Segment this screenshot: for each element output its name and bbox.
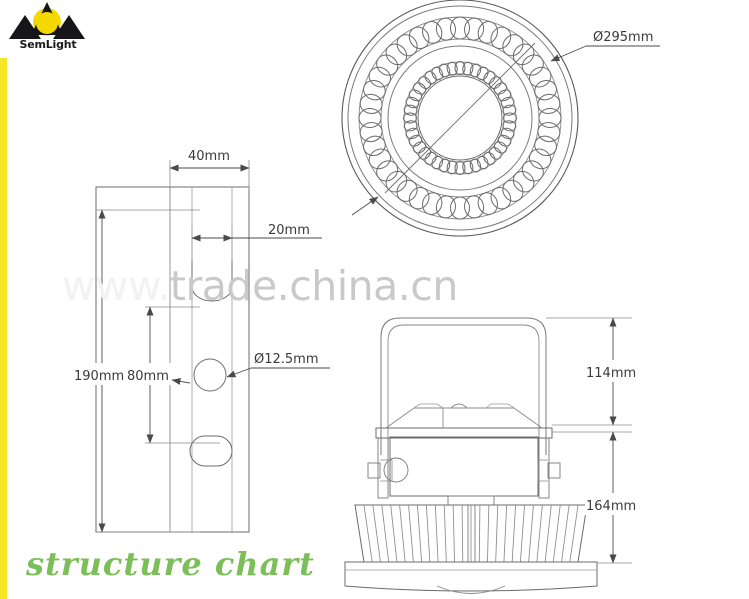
mounting-bracket-front-view <box>95 186 250 533</box>
heat-sink-fins <box>363 504 579 563</box>
dimension-height-164: 164mm <box>552 431 637 564</box>
dimension-label: 40mm <box>188 149 230 164</box>
dimension-label: 164mm <box>586 499 636 514</box>
dimension-label: 80mm <box>127 369 169 384</box>
pivot-bolt-right <box>537 459 561 482</box>
bracket-centre-hole <box>193 358 227 392</box>
dimension-label: 190mm <box>74 369 124 384</box>
dimension-diameter-295: Ø295mm <box>550 30 660 62</box>
housing-top-flange <box>375 427 553 439</box>
pivot-bolt-left <box>367 457 409 483</box>
lens-bottom-curve <box>436 585 506 594</box>
dimension-height-80: 80mm <box>126 306 220 444</box>
watermark-prefix: www. <box>62 262 170 310</box>
dimension-height-114: 114mm <box>546 317 637 426</box>
side-elevation-view <box>344 317 598 594</box>
brand-logo: SemLight <box>0 0 88 58</box>
diameter-line <box>384 42 536 194</box>
watermark-domain: trade.china.cn <box>169 262 458 310</box>
site-watermark: www.trade.china.cn <box>62 262 622 312</box>
housing-base-boss <box>447 495 495 506</box>
dimension-label: Ø295mm <box>593 30 653 45</box>
dimension-diameter-12-5: Ø12.5mm <box>171 352 330 385</box>
chart-caption: structure chart <box>26 545 315 583</box>
dimension-label: 20mm <box>268 223 310 238</box>
bracket-bottom-slot <box>189 435 233 467</box>
brand-name: SemLight <box>19 38 77 51</box>
hanger-yoke-inner <box>387 324 540 455</box>
dimension-label: 114mm <box>586 366 636 381</box>
dimension-height-190: 190mm <box>73 209 200 533</box>
brand-stripe <box>0 0 7 599</box>
diameter-leader-lower <box>351 196 379 216</box>
bracket-top-slot <box>191 258 233 302</box>
driver-housing <box>389 436 539 497</box>
lens-rim <box>344 561 598 592</box>
triangle-sun-logo-icon <box>9 2 85 39</box>
dimension-width-40: 40mm <box>169 149 250 190</box>
dimension-width-20: 20mm <box>191 223 322 262</box>
dimension-label: Ø12.5mm <box>254 352 319 367</box>
hanger-yoke-outer <box>380 317 547 455</box>
cable-gland <box>450 403 468 409</box>
top-view-circular <box>341 0 579 237</box>
